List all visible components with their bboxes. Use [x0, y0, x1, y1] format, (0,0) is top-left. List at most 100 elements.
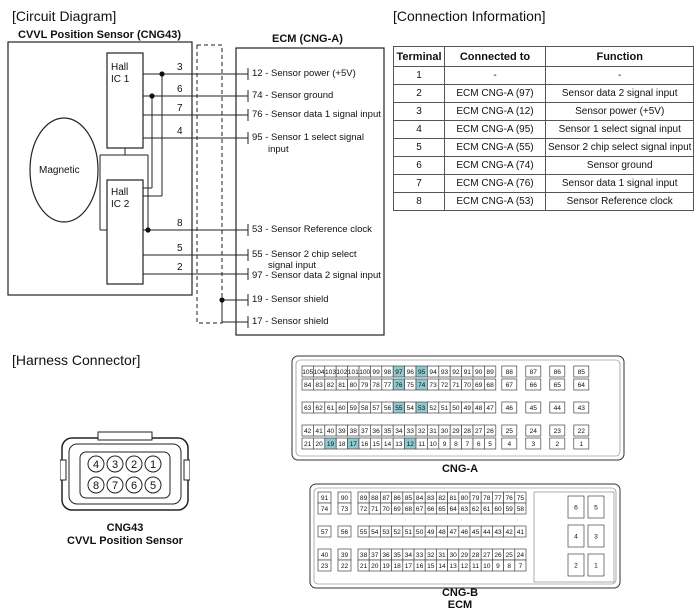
cnga-pin: 26 — [486, 428, 494, 435]
cnga-cell — [501, 424, 518, 437]
cng43-pin: 5 — [150, 480, 156, 492]
cngb-pin: 52 — [394, 529, 402, 536]
cell-function: Sensor 1 select signal input — [544, 120, 695, 139]
cell-connected-to: - — [444, 66, 546, 85]
cngb-pin: 16 — [416, 563, 424, 570]
cngb-pin: 20 — [371, 563, 379, 570]
cnga-pin: 60 — [338, 405, 346, 412]
cnga-pin: 92 — [452, 369, 460, 376]
cngb-pin: 53 — [382, 529, 390, 536]
cnga-cell — [549, 401, 566, 414]
cnga-pin: 40 — [327, 428, 335, 435]
cnga-pin: 48 — [475, 405, 483, 412]
cnga-pin: 75 — [407, 382, 415, 389]
cng43-pin: 3 — [112, 459, 118, 471]
cell-function: Sensor data 2 signal input — [544, 84, 695, 103]
cnga-pin: 31 — [429, 428, 437, 435]
cell-terminal: 1 — [393, 66, 445, 85]
cnga-pin: 3 — [531, 441, 535, 448]
cng43-pin: 6 — [131, 480, 137, 492]
cngb-pin: 73 — [341, 506, 349, 513]
cngb-pin: 66 — [427, 506, 435, 513]
cnga-pin: 47 — [486, 405, 494, 412]
cnga-cell — [525, 365, 542, 378]
cnga-pin: 88 — [506, 369, 514, 376]
cngb-pin: 48 — [438, 529, 446, 536]
cngb-pin: 67 — [416, 506, 424, 513]
cnga-pin: 69 — [475, 382, 483, 389]
cngb-pin: 10 — [483, 563, 491, 570]
cngb-side-cell — [587, 495, 605, 519]
cngb-side-pin: 6 — [574, 505, 578, 512]
cnga-pin: 10 — [429, 441, 437, 448]
cngb-pin: 44 — [483, 529, 491, 536]
cnga-pin: 98 — [384, 369, 392, 376]
cnga-pin: 103 — [325, 369, 336, 376]
cell-terminal: 5 — [393, 138, 445, 157]
cngb-pin: 59 — [506, 506, 514, 513]
cngb-cell — [317, 559, 332, 572]
cngb-pin: 58 — [517, 506, 525, 513]
harness-section-title: [Harness Connector] — [12, 352, 141, 368]
cnga-pin: 64 — [578, 382, 586, 389]
cnga-pin: 43 — [578, 405, 586, 412]
cngb-pin: 64 — [450, 506, 458, 513]
cnga-pin: 54 — [407, 405, 415, 412]
cngb-pin: 69 — [394, 506, 402, 513]
cnga-pin: 55 — [395, 405, 403, 412]
cnga-pin: 77 — [384, 382, 392, 389]
magnetic-ellipse — [29, 117, 99, 223]
cnga-pin: 7 — [465, 441, 469, 448]
ecm-pin-label-cont: signal input — [268, 260, 317, 271]
cngb-side-cell — [567, 524, 585, 548]
cngb-pin: 15 — [427, 563, 435, 570]
cngb-pin: 40 — [321, 552, 329, 559]
cngb-cell — [514, 559, 527, 572]
connection-section-title: [Connection Information] — [393, 8, 546, 24]
cngb-pin: 83 — [427, 495, 435, 502]
cngb-pin: 18 — [394, 563, 402, 570]
wire-number: 6 — [177, 84, 183, 95]
cell-connected-to: ECM CNG-A (76) — [444, 174, 546, 193]
cnga-pin: 35 — [384, 428, 392, 435]
cngb-pin: 47 — [450, 529, 458, 536]
cngb-pin: 54 — [371, 529, 379, 536]
cnga-cell — [501, 401, 518, 414]
cell-connected-to: ECM CNG-A (55) — [444, 138, 546, 157]
cngb-pin: 61 — [483, 506, 491, 513]
cell-connected-to: ECM CNG-A (12) — [444, 102, 546, 121]
ecm-pin-label: 74 - Sensor ground — [252, 90, 334, 101]
cng43-pin: 2 — [131, 459, 137, 471]
cngb-pin: 21 — [360, 563, 368, 570]
cnga-pin: 19 — [327, 441, 335, 448]
cngb-pin: 12 — [461, 563, 469, 570]
ecm-title: ECM (CNG-A) — [272, 33, 343, 45]
cnga-pin: 15 — [372, 441, 380, 448]
cnga-pin: 73 — [429, 382, 437, 389]
cell-terminal: 4 — [393, 120, 445, 139]
cnga-cell — [501, 378, 518, 391]
cnga-pin: 89 — [486, 369, 494, 376]
cnga-pin: 14 — [384, 441, 392, 448]
cngb-pin: 82 — [438, 495, 446, 502]
cngb-cell — [337, 559, 352, 572]
cnga-pin: 86 — [554, 369, 562, 376]
cnga-cell — [549, 424, 566, 437]
cnga-pin: 20 — [315, 441, 323, 448]
cng43-pin: 8 — [93, 480, 99, 492]
cngb-pin: 26 — [494, 552, 502, 559]
cngb-pin: 30 — [450, 552, 458, 559]
cnga-pin: 24 — [530, 428, 538, 435]
cnga-cell — [549, 378, 566, 391]
cnga-pin: 93 — [441, 369, 449, 376]
cnga-pin: 78 — [372, 382, 380, 389]
cnga-pin: 72 — [441, 382, 449, 389]
cngb-pin: 27 — [483, 552, 491, 559]
cnga-pin: 38 — [350, 428, 358, 435]
cngb-pin: 56 — [341, 529, 349, 536]
cnga-pin: 70 — [464, 382, 472, 389]
